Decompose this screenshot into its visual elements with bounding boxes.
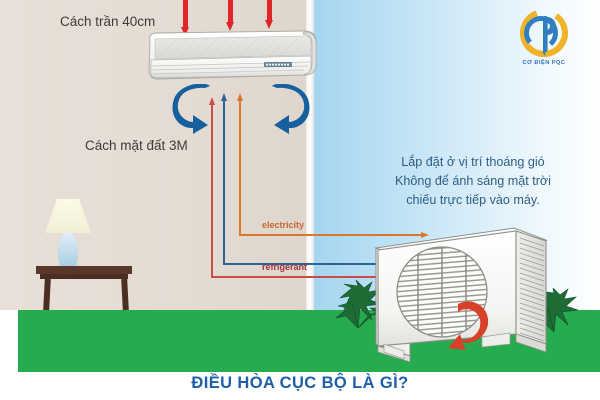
- logo-brand-text: CƠ ĐIỆN PQC: [522, 60, 566, 66]
- side-table-apron: [40, 274, 128, 279]
- electricity-arrowhead-right: [421, 231, 429, 238]
- refrigerant-blue-arrowhead-up: [220, 93, 227, 101]
- lamp-base: [58, 232, 78, 272]
- refrigerant-red-arrowhead-up: [208, 97, 215, 105]
- outdoor-placement-note: Lắp đặt ở vị trí thoáng gió Không để ánh…: [368, 153, 578, 210]
- ceiling-down-arrow-3: [265, 0, 274, 29]
- indoor-ac-unit: [146, 30, 318, 92]
- label-floor-clearance: Cách mặt đất 3M: [85, 138, 188, 153]
- refrigerant-red-horizontal: [211, 276, 415, 278]
- indoor-floor-band: [18, 310, 312, 372]
- refrigerant-blue-vertical: [223, 100, 225, 265]
- page-title: ĐIỀU HÒA CỤC BỘ LÀ GÌ?: [191, 374, 409, 392]
- brand-logo: CƠ ĐIỆN PQC: [508, 8, 580, 72]
- label-electricity: electricity: [262, 220, 305, 230]
- note-line-1: Lắp đặt ở vị trí thoáng gió: [401, 155, 545, 169]
- ceiling-down-arrow-1: [181, 0, 190, 36]
- electricity-vertical: [239, 100, 241, 236]
- wall-divider: [306, 0, 314, 310]
- outdoor-ac-unit: [370, 226, 552, 366]
- electricity-arrowhead-up: [236, 93, 243, 101]
- ceiling-down-arrow-2: [226, 0, 235, 31]
- label-ceiling-clearance: Cách trần 40cm: [60, 14, 156, 29]
- logo-mark-icon: [520, 8, 568, 57]
- refrigerant-blue-horizontal: [223, 263, 419, 265]
- caption-band: [0, 372, 600, 400]
- refrigerant-red-vertical: [211, 104, 213, 278]
- electricity-horizontal: [239, 234, 421, 236]
- label-refrigerant: refrigerant: [262, 262, 308, 272]
- side-table-top: [36, 266, 132, 274]
- airflow-arrow-left: [172, 83, 216, 139]
- note-line-3: chiếu trực tiếp vào máy.: [406, 193, 540, 207]
- airflow-arrow-right: [266, 83, 310, 139]
- note-line-2: Không để ánh sáng mặt trời: [395, 174, 551, 188]
